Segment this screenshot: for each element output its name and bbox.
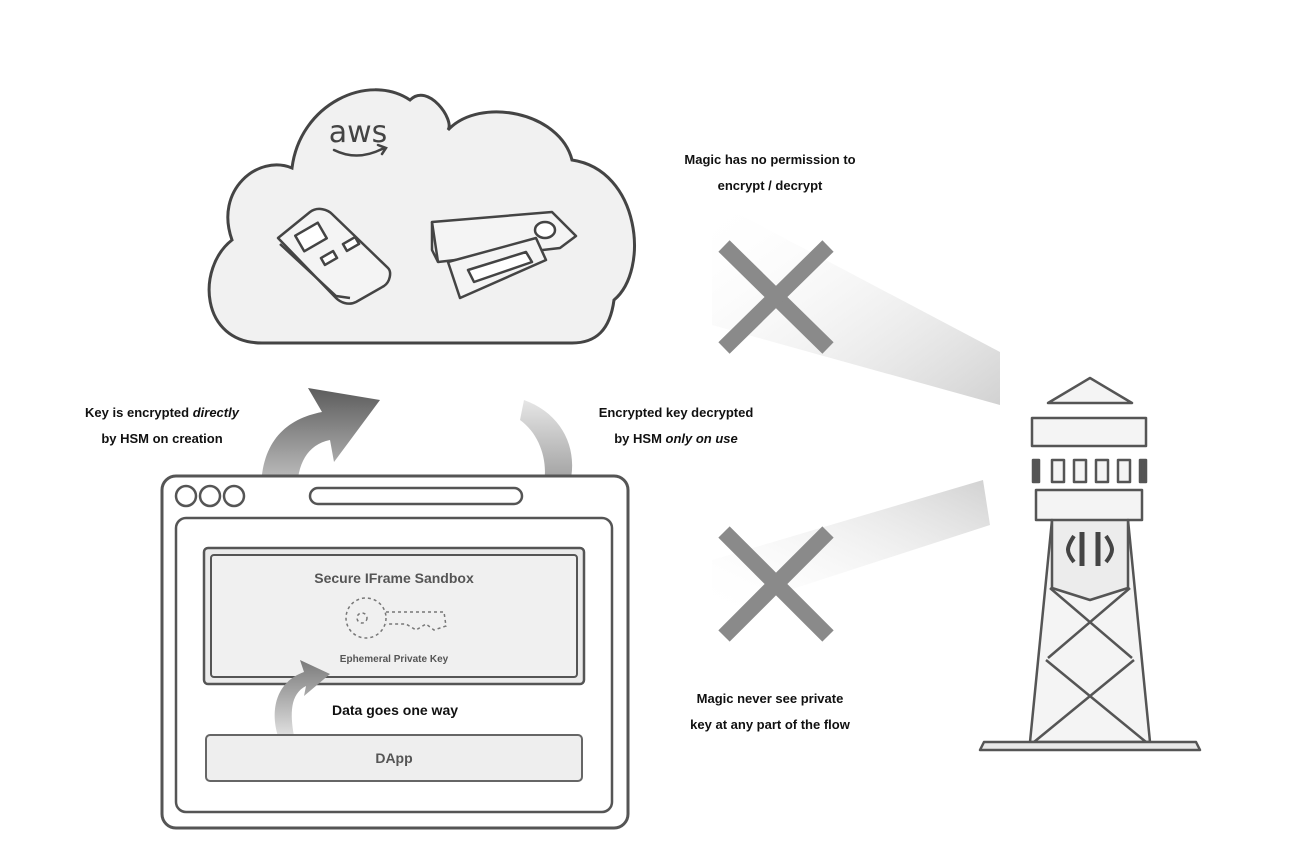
window-dot-icon xyxy=(198,484,222,508)
beam-bottom xyxy=(712,480,990,615)
key-caption: Ephemeral Private Key xyxy=(339,654,449,665)
aws-smile-icon xyxy=(332,143,388,157)
label-key-decrypted: Encrypted key decrypted by HSM only on u… xyxy=(566,400,786,452)
magic-tower-icon xyxy=(978,376,1202,752)
label-line: key at any part of the flow xyxy=(690,717,850,732)
label-line: encrypt / decrypt xyxy=(717,178,823,193)
label-line: Encrypted key decrypted xyxy=(598,405,754,420)
label-line: by HSM on creation xyxy=(101,431,223,446)
ephemeral-key-icon xyxy=(345,597,447,639)
label-line: by HSM only on use xyxy=(566,426,786,452)
window-dot-icon xyxy=(222,484,246,508)
dapp-box xyxy=(205,734,583,782)
iframe-sandbox xyxy=(202,546,586,686)
label-key-encrypted: Key is encrypted directly by HSM on crea… xyxy=(52,400,272,452)
label-data-flow: Data goes one way xyxy=(331,702,459,718)
beam-top xyxy=(712,200,1000,405)
label-text: by HSM xyxy=(614,431,666,446)
label-emphasis: directly xyxy=(192,405,239,420)
deny-x-top-icon xyxy=(718,240,834,354)
window-dot-icon xyxy=(174,484,198,508)
label-emphasis: only on use xyxy=(665,431,738,446)
label-line: Key is encrypted directly xyxy=(52,400,272,426)
label-magic-never-see: Magic never see private key at any part … xyxy=(650,686,890,738)
data-flow-arrow xyxy=(274,660,330,736)
aws-cloud: aws xyxy=(207,88,636,345)
deny-x-bottom-icon xyxy=(718,526,834,642)
hsm-usb-key-icon xyxy=(430,210,578,300)
hsm-device-icon xyxy=(276,207,392,305)
label-line: Magic has no permission to xyxy=(684,152,856,167)
sandbox-title: Secure IFrame Sandbox xyxy=(314,570,474,586)
label-text: Key is encrypted xyxy=(85,405,193,420)
dapp-label: DApp xyxy=(375,750,413,766)
label-line: Magic never see private xyxy=(696,691,844,706)
label-magic-no-permission: Magic has no permission to encrypt / dec… xyxy=(650,147,890,199)
address-bar xyxy=(308,486,524,506)
